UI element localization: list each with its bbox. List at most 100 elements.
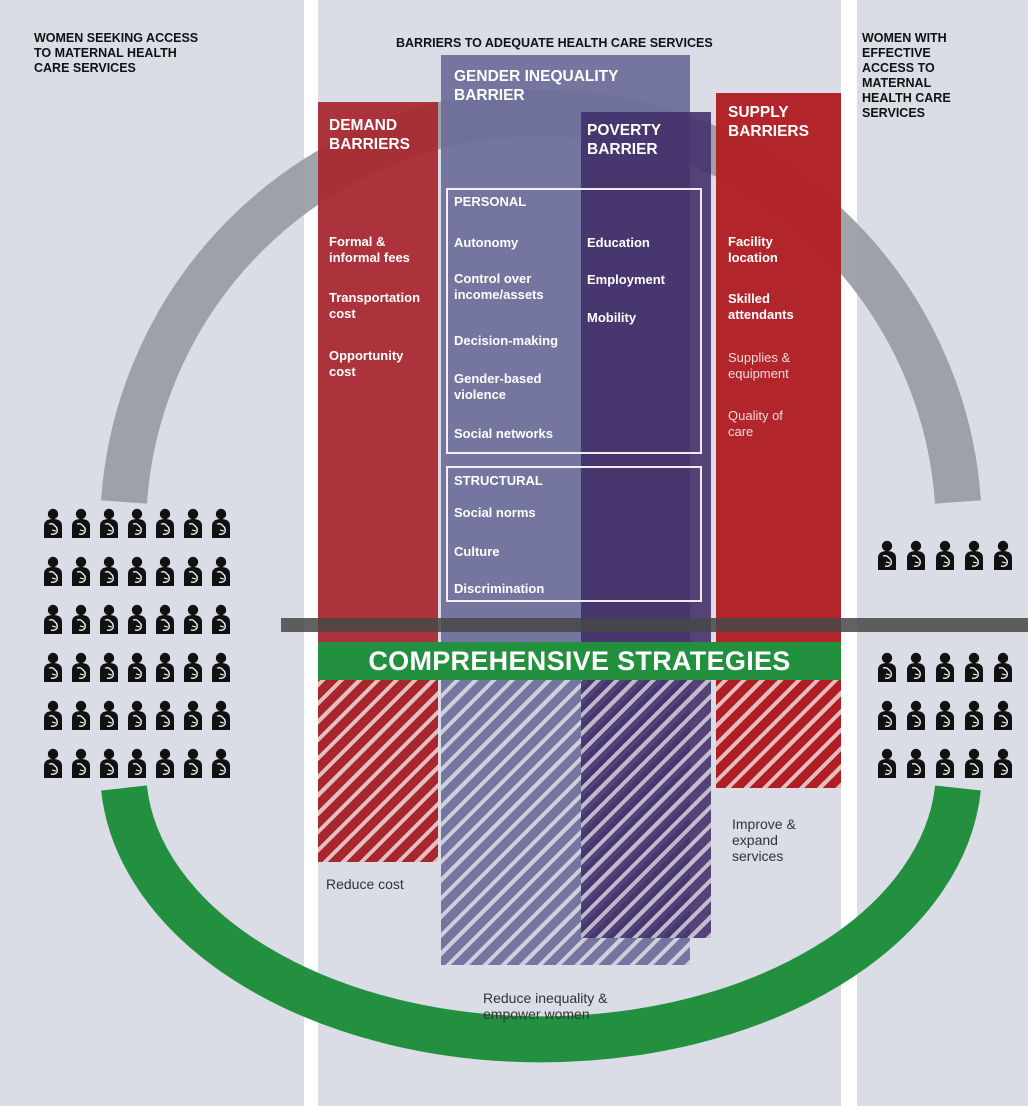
- pregnant-woman-icon: [965, 540, 983, 570]
- women-access-group: [874, 540, 1019, 588]
- pregnant-woman-icon: [100, 556, 118, 586]
- pregnant-woman-icon: [907, 748, 925, 778]
- pregnant-woman-icon: [184, 604, 202, 634]
- pregnant-woman-icon: [44, 748, 62, 778]
- supply-hatched: [716, 680, 841, 788]
- personal-item-control: Control over income/assets: [454, 271, 544, 302]
- pregnant-woman-icon: [72, 508, 90, 538]
- pregnant-woman-icon: [184, 652, 202, 682]
- pregnant-woman-icon: [100, 508, 118, 538]
- pregnant-woman-icon: [128, 508, 146, 538]
- pregnant-woman-icon: [44, 700, 62, 730]
- supply-item-facility: Facility location: [728, 234, 778, 265]
- supply-item-quality: Quality of care: [728, 408, 783, 439]
- pregnant-woman-icon: [156, 508, 174, 538]
- personal-item-decision: Decision-making: [454, 333, 559, 348]
- pregnant-woman-icon: [878, 540, 896, 570]
- pregnant-woman-icon: [128, 604, 146, 634]
- pregnant-woman-icon: [156, 748, 174, 778]
- header-women-effective: WOMEN WITH EFFECTIVE ACCESS TO MATERNAL …: [862, 31, 951, 120]
- supply-item-skilled: Skilled attendants: [728, 291, 794, 322]
- pregnant-woman-icon: [212, 748, 230, 778]
- pregnant-woman-icon: [212, 652, 230, 682]
- pregnant-woman-icon: [72, 748, 90, 778]
- pregnant-woman-icon: [184, 556, 202, 586]
- poverty-item-employment: Employment: [587, 272, 666, 287]
- pregnant-woman-icon: [936, 540, 954, 570]
- pregnant-woman-icon: [936, 700, 954, 730]
- women-after-strategies-group: [874, 652, 1019, 796]
- poverty-title: POVERTY BARRIER: [587, 122, 662, 158]
- demand-item-transport: Transportation cost: [329, 290, 421, 321]
- outcome-reduce-inequality: Reduce inequality & empower women: [483, 990, 608, 1022]
- structural-item-discrimination: Discrimination: [454, 581, 545, 596]
- demand-barriers-column: DEMAND BARRIERS Formal & informal fees T…: [318, 102, 438, 642]
- header-barriers: BARRIERS TO ADEQUATE HEALTH CARE SERVICE…: [396, 36, 713, 50]
- pregnant-woman-icon: [72, 604, 90, 634]
- pregnant-woman-icon: [100, 604, 118, 634]
- pregnant-woman-icon: [156, 604, 174, 634]
- demand-title: DEMAND BARRIERS: [329, 117, 410, 153]
- personal-box: [446, 188, 702, 454]
- green-arc: [101, 785, 981, 1063]
- supply-item-supplies: Supplies & equipment: [728, 350, 791, 381]
- personal-item-networks: Social networks: [454, 426, 553, 441]
- pregnant-woman-icon: [156, 556, 174, 586]
- pregnant-woman-icon: [128, 556, 146, 586]
- demand-item-fees: Formal & informal fees: [329, 234, 410, 265]
- header-women-seeking: WOMEN SEEKING ACCESS TO MATERNAL HEALTH …: [34, 31, 199, 75]
- pregnant-woman-icon: [44, 652, 62, 682]
- pregnant-woman-icon: [44, 604, 62, 634]
- structural-box: [446, 466, 702, 602]
- structural-item-norms: Social norms: [454, 505, 536, 520]
- demand-hatched: [318, 680, 438, 862]
- pregnant-woman-icon: [128, 652, 146, 682]
- pregnant-woman-icon: [212, 556, 230, 586]
- left-panel: [0, 0, 304, 1106]
- pregnant-woman-icon: [907, 700, 925, 730]
- pregnant-woman-icon: [212, 508, 230, 538]
- pregnant-woman-icon: [184, 748, 202, 778]
- pregnant-woman-icon: [184, 508, 202, 538]
- pregnant-woman-icon: [907, 652, 925, 682]
- pregnant-woman-icon: [128, 748, 146, 778]
- pregnant-woman-icon: [907, 540, 925, 570]
- poverty-item-education: Education: [587, 235, 650, 250]
- gender-title: GENDER INEQUALITY BARRIER: [454, 68, 619, 104]
- structural-item-culture: Culture: [454, 544, 500, 559]
- pregnant-woman-icon: [936, 652, 954, 682]
- pregnant-woman-icon: [878, 700, 896, 730]
- pregnant-woman-icon: [44, 556, 62, 586]
- pregnant-woman-icon: [936, 748, 954, 778]
- pregnant-woman-icon: [878, 652, 896, 682]
- pregnant-woman-icon: [128, 700, 146, 730]
- pregnant-woman-icon: [994, 700, 1012, 730]
- pregnant-woman-icon: [100, 748, 118, 778]
- pregnant-woman-icon: [212, 604, 230, 634]
- pregnant-woman-icon: [965, 700, 983, 730]
- pregnant-woman-icon: [44, 508, 62, 538]
- supply-barriers-column: SUPPLY BARRIERS Facility location Skille…: [716, 93, 841, 642]
- poverty-item-mobility: Mobility: [587, 310, 637, 325]
- divider-line: [281, 618, 1028, 632]
- pregnant-woman-icon: [212, 700, 230, 730]
- pregnant-woman-icon: [100, 652, 118, 682]
- pregnant-woman-icon: [994, 652, 1012, 682]
- personal-item-autonomy: Autonomy: [454, 235, 519, 250]
- pregnant-woman-icon: [156, 652, 174, 682]
- pregnant-woman-icon: [878, 748, 896, 778]
- pregnant-woman-icon: [72, 652, 90, 682]
- poverty-barrier-column: POVERTY BARRIER: [581, 112, 711, 642]
- personal-title: PERSONAL: [454, 194, 527, 209]
- pregnant-woman-icon: [965, 652, 983, 682]
- outcome-improve-services: Improve & expand services: [732, 816, 796, 864]
- pregnant-woman-icon: [994, 540, 1012, 570]
- pregnant-woman-icon: [72, 700, 90, 730]
- demand-item-opportunity: Opportunity cost: [329, 348, 404, 379]
- comprehensive-strategies-band: COMPREHENSIVE STRATEGIES: [318, 642, 841, 680]
- pregnant-woman-icon: [156, 700, 174, 730]
- personal-item-violence: Gender-based violence: [454, 371, 542, 402]
- pregnant-woman-icon: [72, 556, 90, 586]
- poverty-hatched: [581, 680, 711, 938]
- women-seeking-group: [40, 508, 236, 796]
